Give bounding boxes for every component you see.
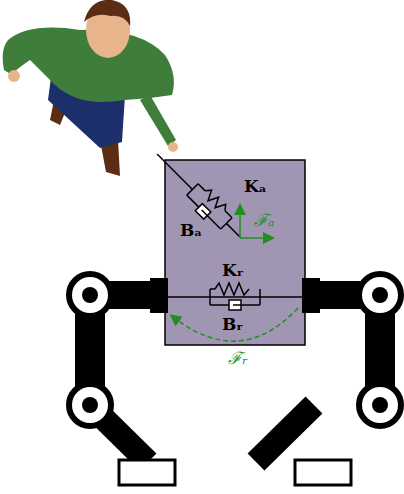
frame-label: ℱᵣ: [228, 350, 248, 367]
damping-label: Bᵣ: [222, 316, 243, 333]
frame-axis: [240, 237, 272, 239]
spring-damper-r: [165, 283, 305, 310]
robot-arms: [69, 274, 401, 485]
human-figure: [3, 0, 178, 176]
frame-label: ℱₐ: [254, 212, 274, 229]
stiffness-label: Kᵣ: [222, 262, 244, 279]
frame-axis: [239, 206, 241, 238]
rotation-arc: [172, 308, 298, 341]
spring-damper-a: [148, 145, 250, 247]
stiffness-label: Kₐ: [244, 178, 267, 195]
damping-label: Bₐ: [180, 222, 202, 239]
held-object: [165, 160, 305, 345]
